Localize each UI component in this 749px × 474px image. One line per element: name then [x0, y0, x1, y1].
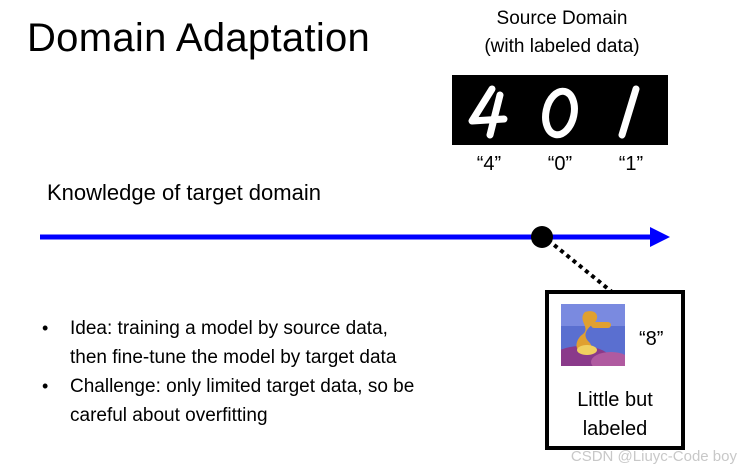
- target-digit-label: “8”: [639, 328, 664, 350]
- source-digit-images: [452, 75, 668, 145]
- digit-label-4: “4”: [476, 153, 502, 175]
- target-caption-line1: Little but: [577, 389, 653, 411]
- source-domain-caption: Source Domain (with labeled data): [452, 5, 672, 61]
- slide-title: Domain Adaptation: [27, 16, 371, 60]
- bullet-challenge-line1: Challenge: only limited target data, so …: [70, 376, 415, 397]
- digit-0-glyph: [542, 87, 578, 139]
- bullet-icon: •: [42, 318, 49, 338]
- target-caption-line2: labeled: [582, 418, 648, 440]
- bullet-idea: • Idea: training a model by source data,…: [40, 314, 520, 372]
- source-caption-line1: Source Domain: [496, 8, 628, 29]
- bullet-idea-line1: Idea: training a model by source data,: [70, 318, 388, 339]
- bullet-idea-line2: then fine-tune the model by target data: [70, 347, 397, 368]
- bullet-list: • Idea: training a model by source data,…: [40, 314, 520, 430]
- axis-arrow-head: [650, 227, 670, 247]
- watermark: CSDN @Liuyc-Code boy: [570, 448, 737, 465]
- target-position-marker: [531, 226, 553, 248]
- target-domain-box: “8” Little but labeled: [545, 290, 685, 450]
- source-caption-line2: (with labeled data): [484, 36, 640, 57]
- target-thumbnail: [561, 304, 625, 366]
- bullet-challenge-line2: careful about overfitting: [70, 405, 268, 426]
- target-caption: Little but labeled: [549, 386, 681, 444]
- bullet-icon: •: [42, 376, 49, 396]
- digit-label-1: “1”: [618, 153, 644, 175]
- bullet-challenge: • Challenge: only limited target data, s…: [40, 372, 520, 430]
- digit-1-glyph: [618, 85, 640, 139]
- digit-label-0: “0”: [547, 153, 573, 175]
- connector-dotted-line: [546, 238, 614, 294]
- mnist-m-digit-8-image: [561, 304, 625, 366]
- mnist-digits-image: [468, 85, 640, 139]
- digit-4-glyph: [468, 85, 508, 139]
- axis-label: Knowledge of target domain: [47, 180, 321, 205]
